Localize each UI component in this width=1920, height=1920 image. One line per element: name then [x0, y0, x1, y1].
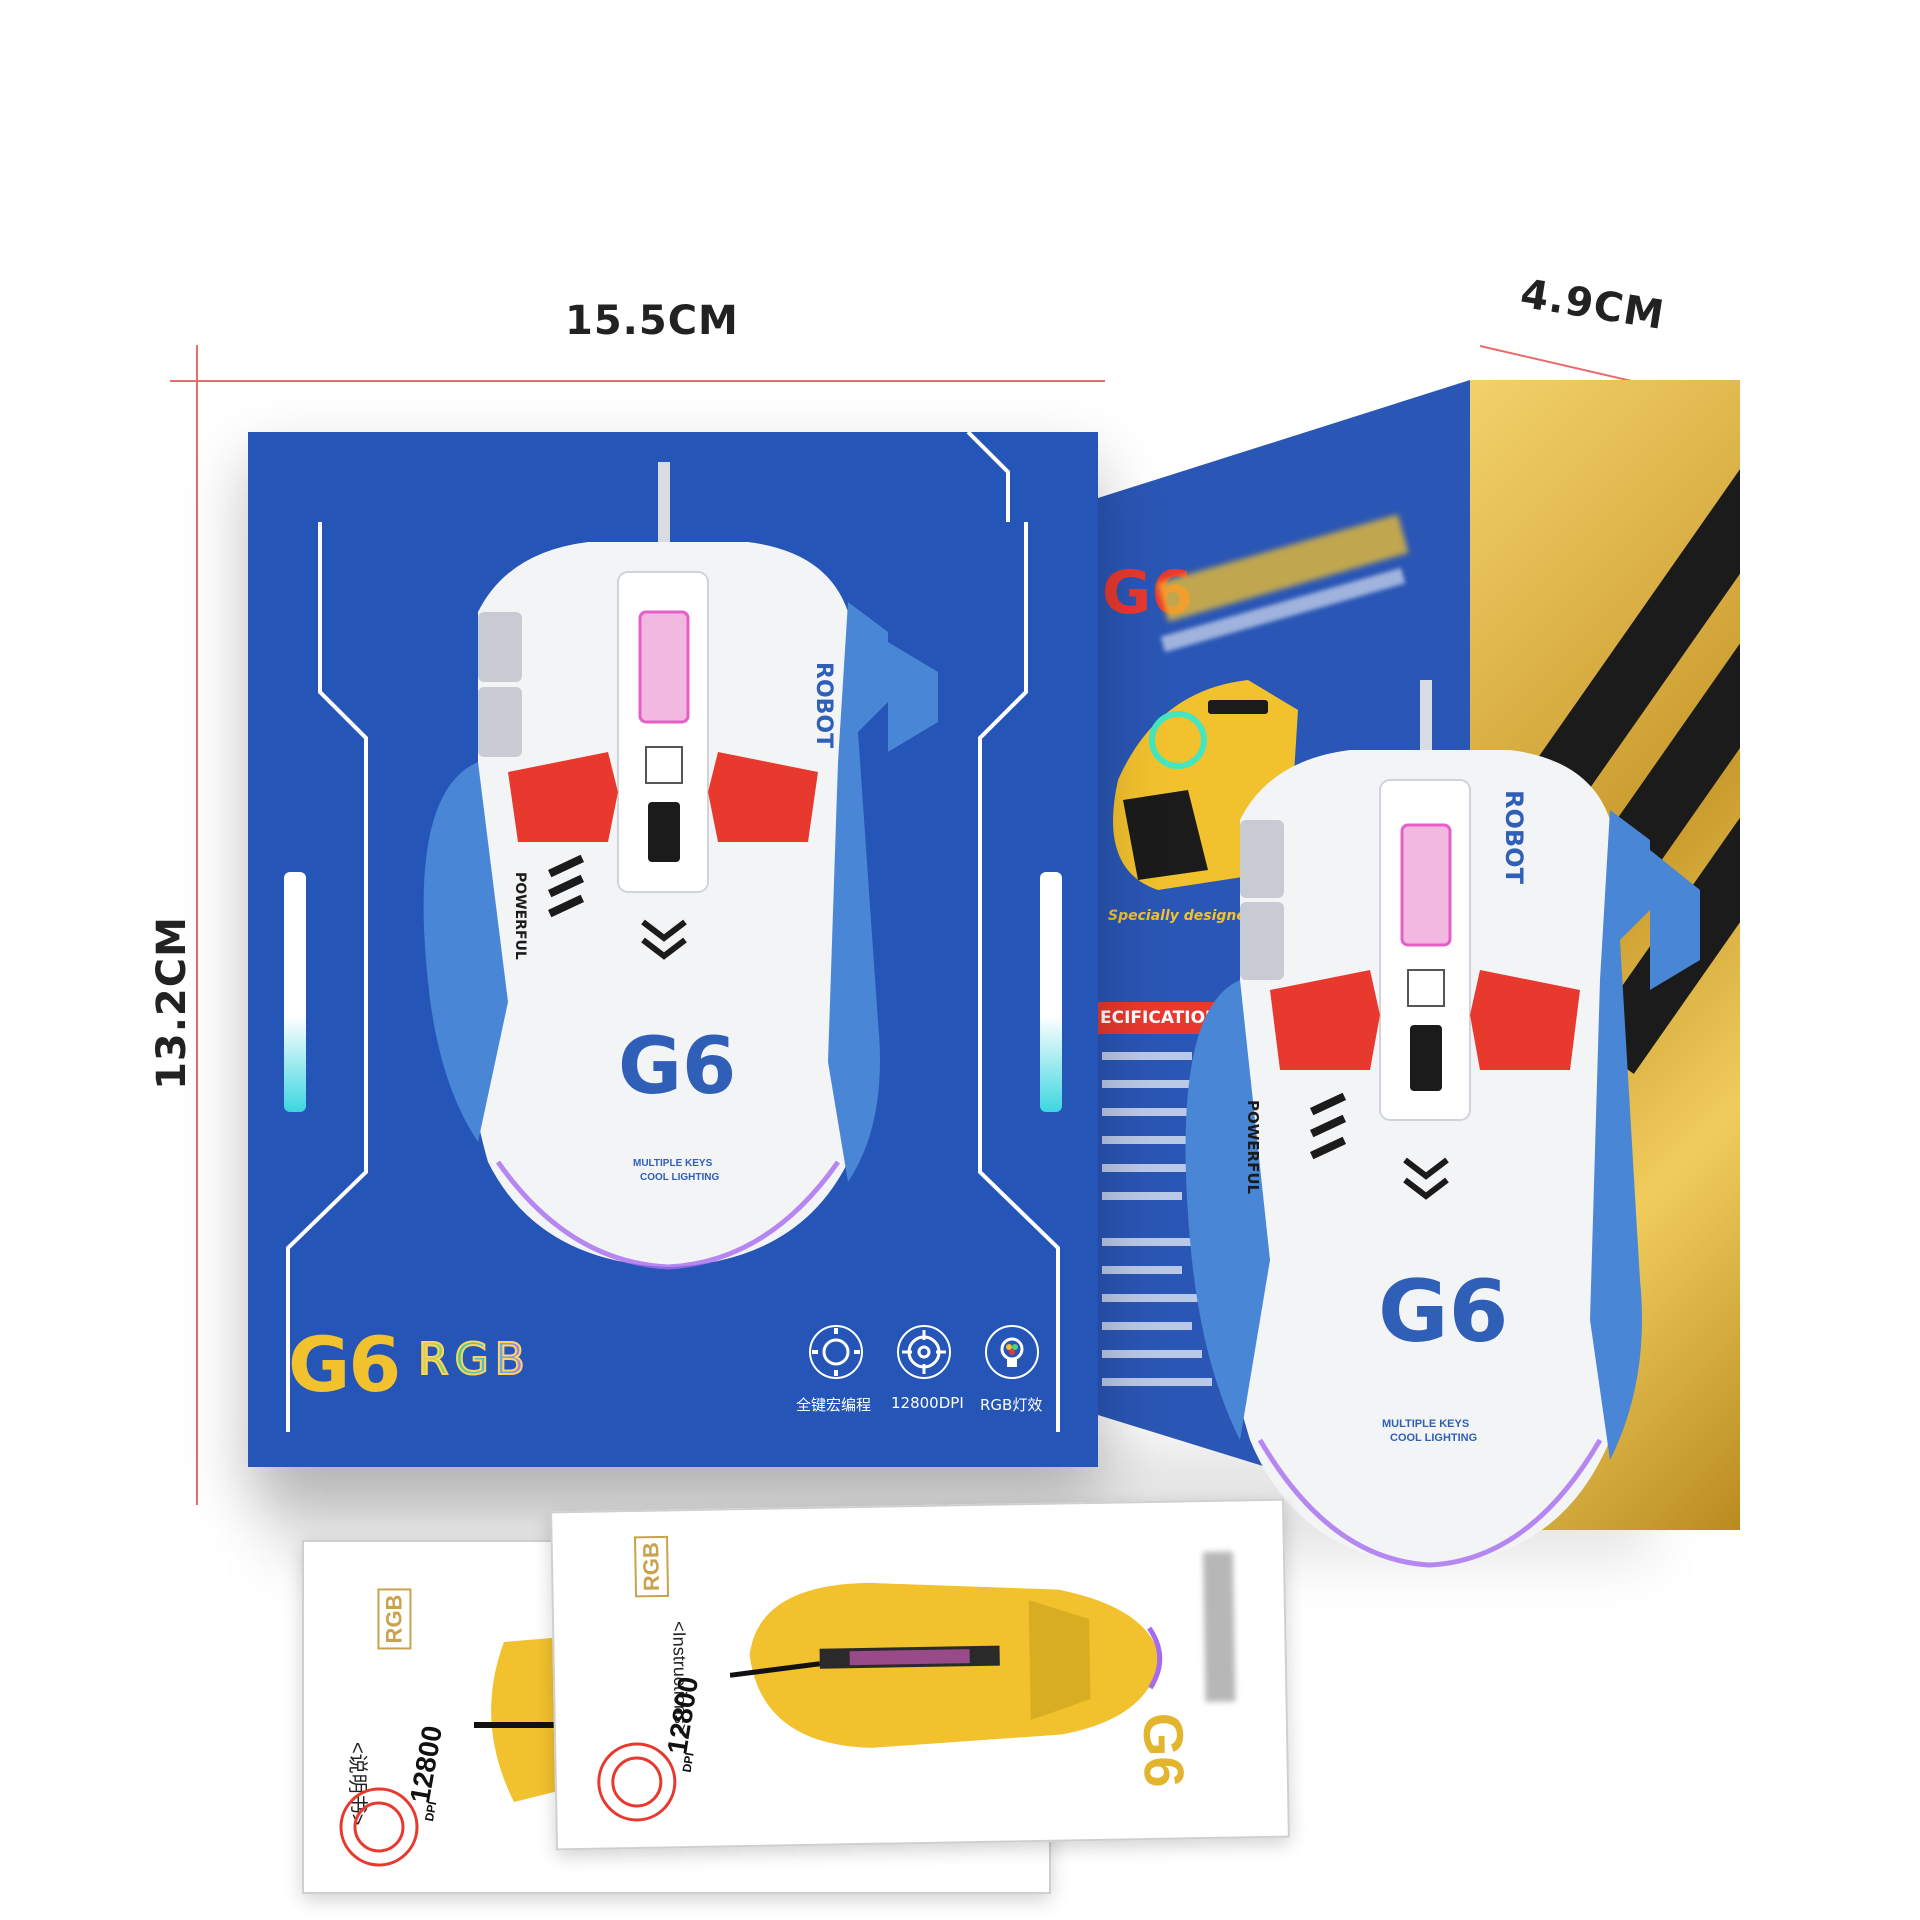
manual-back-dpi: 12800 [404, 1723, 449, 1806]
manual-back-target-icon [339, 1787, 419, 1867]
mouse-illustration-front [423, 462, 938, 1270]
manual-yellow-mouse [729, 1582, 1163, 1748]
mouse-model-label: G6 [618, 1022, 737, 1112]
manual-front-dpi: 12800 [661, 1674, 705, 1757]
manual-front-title-blurred [1202, 1551, 1236, 1703]
manual-back-rgb: RGB [377, 1588, 412, 1650]
mouse-illustration-side [1185, 680, 1700, 1568]
manual-front-model: G6 [1131, 1712, 1197, 1789]
manual-front-sheet: RGB <Instructions> 12800 DPI G6 [550, 1498, 1290, 1851]
side-mouse-robot-label: ROBOT [1500, 790, 1528, 884]
crosshair-icon [897, 1325, 951, 1379]
mouse-powerful-label: POWERFUL [512, 872, 528, 960]
frame-lines [284, 432, 1062, 1432]
mouse-robot-label: ROBOT [811, 662, 836, 749]
manual-front-target-icon [597, 1742, 677, 1822]
width-dimension-line [170, 380, 1105, 382]
mouse-tagline-2: COOL LIGHTING [640, 1172, 720, 1183]
depth-label: 4.9CM [1517, 270, 1668, 340]
manual-back-dpi-unit: DPI [422, 1800, 440, 1823]
height-dimension-line [196, 345, 198, 1505]
box-model-logo: G6 [288, 1320, 401, 1409]
feature-label-rgb: RGB灯效 [980, 1396, 1043, 1414]
side-mouse-tagline-1: MULTIPLE KEYS [1382, 1418, 1470, 1430]
feature-label-dpi: 12800DPI [891, 1394, 964, 1412]
mouse-tagline-1: MULTIPLE KEYS [633, 1158, 713, 1169]
height-label: 13.2CM [148, 916, 195, 1090]
spec-lines [1102, 1052, 1212, 1406]
box-front-panel: ROBOT POWERFUL G6 MULTIPLE KEYS COOL LIG… [248, 432, 1098, 1467]
manual-front-dpi-unit: DPI [679, 1751, 697, 1774]
bulb-icon [985, 1325, 1039, 1379]
side-mouse-powerful-label: POWERFUL [1244, 1100, 1262, 1195]
width-label: 15.5CM [565, 298, 739, 344]
side-mouse-tagline-2: COOL LIGHTING [1390, 1432, 1478, 1444]
manual-front-rgb: RGB [633, 1535, 670, 1598]
box-rgb-logo: RGB [417, 1333, 531, 1386]
feature-label-macro: 全键宏编程 [796, 1396, 872, 1414]
side-mouse-model-label: G6 [1378, 1262, 1509, 1362]
gear-icon [809, 1325, 863, 1379]
